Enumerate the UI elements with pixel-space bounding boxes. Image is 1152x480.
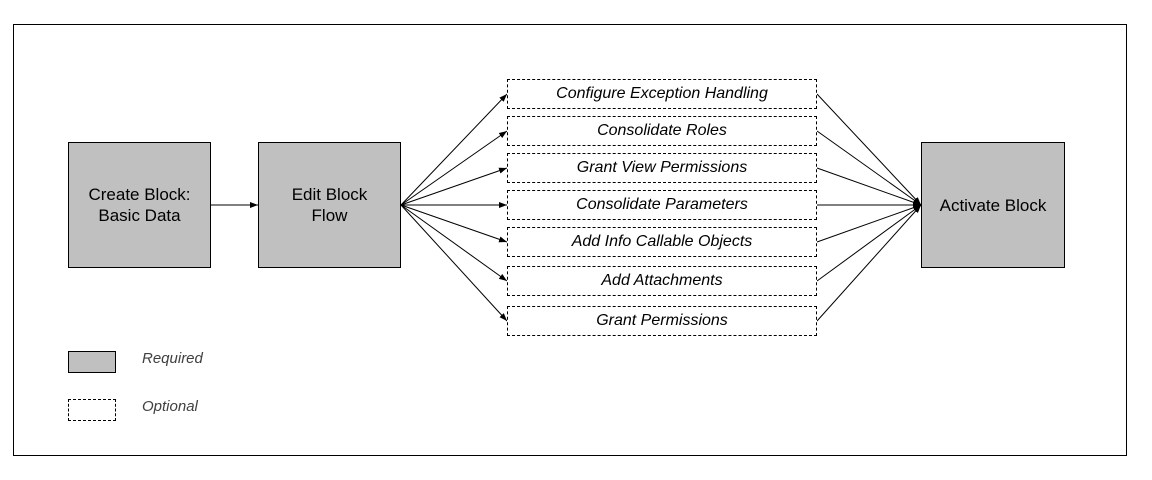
arrow-optional-to-activate-6 (816, 204, 922, 322)
optional-step: Add Info Callable Objects (507, 227, 817, 257)
optional-step: Consolidate Parameters (507, 190, 817, 220)
arrow-optional-to-activate-4 (816, 204, 922, 243)
fan-out-arrows (400, 93, 508, 322)
legend-optional-label: Optional (142, 398, 198, 415)
arrow-edit-to-optional-2 (400, 167, 508, 206)
optional-step: Add Attachments (507, 266, 817, 296)
diagram-frame (13, 24, 1127, 456)
arrow-optional-to-activate-1 (816, 130, 922, 206)
fan-in-arrows (816, 93, 922, 322)
arrow-optional-to-activate-5 (816, 204, 922, 282)
optional-step: Grant Permissions (507, 306, 817, 336)
step-create-block: Create Block: Basic Data (68, 142, 211, 268)
legend-required-label: Required (142, 350, 203, 367)
optional-step: Consolidate Roles (507, 116, 817, 146)
optional-step: Grant View Permissions (507, 153, 817, 183)
arrow-edit-to-optional-4 (400, 204, 508, 243)
step-activate-block: Activate Block (921, 142, 1065, 268)
arrow-optional-to-activate-2 (816, 167, 922, 206)
step-edit-block-flow: Edit Block Flow (258, 142, 401, 268)
optional-step: Configure Exception Handling (507, 79, 817, 109)
arrow-edit-to-optional-0 (400, 93, 508, 206)
arrow-edit-to-optional-1 (400, 130, 508, 206)
arrow-optional-to-activate-0 (816, 93, 922, 206)
arrow-edit-to-optional-5 (400, 204, 508, 282)
legend-optional-swatch (68, 399, 116, 421)
legend-required-swatch (68, 351, 116, 373)
arrow-edit-to-optional-6 (400, 204, 508, 322)
